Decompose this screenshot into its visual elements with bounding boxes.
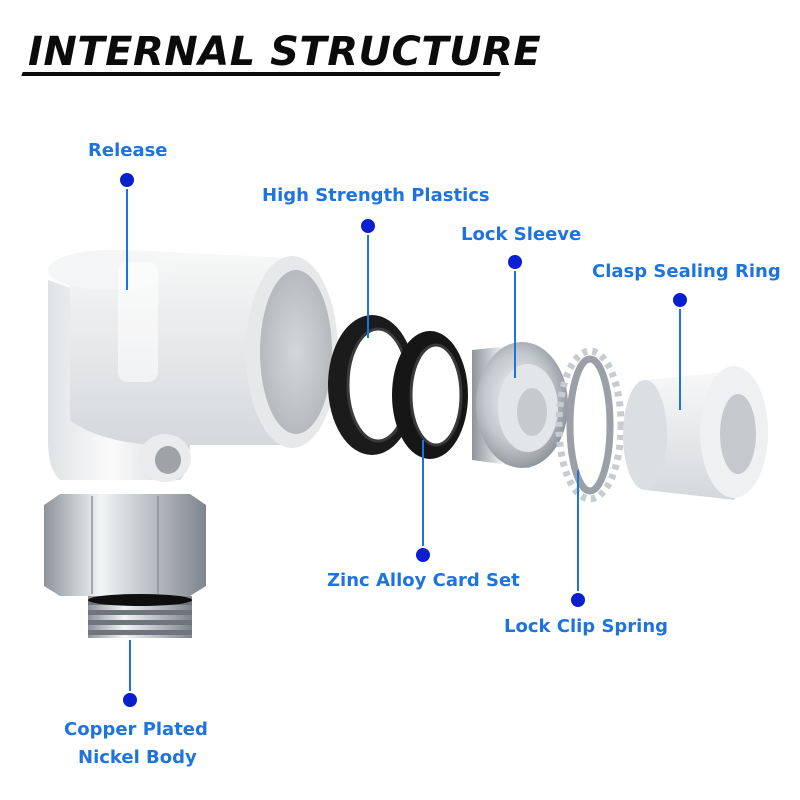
callout-lock-sleeve (506, 253, 524, 378)
callout-lock-clip-spring (569, 470, 587, 609)
callout-release (118, 171, 136, 290)
label-lock-clip-spring: Lock Clip Spring (504, 616, 669, 637)
label-high-strength-plastics: High Strength Plastics (262, 185, 490, 206)
label-release: Release (88, 140, 168, 161)
callout-high-strength-plastics (359, 217, 377, 338)
callout-copper-plated-nickel-body (121, 640, 139, 709)
label-zinc-alloy-card-set: Zinc Alloy Card Set (327, 570, 520, 591)
callout-zinc-alloy-card-set (414, 440, 432, 564)
rubber-ring-inner (392, 331, 468, 459)
page-title: INTERNAL STRUCTURE (28, 29, 542, 75)
hex-nut (44, 494, 206, 596)
threaded-stud (88, 594, 192, 638)
label-copper-plated-line2: Nickel Body (78, 747, 197, 768)
elbow-body (48, 250, 338, 482)
callout-clasp-sealing-ring (671, 291, 689, 410)
lock-sleeve (472, 342, 568, 468)
rubber-ring-outer (328, 315, 416, 455)
label-copper-plated-line1: Copper Plated (64, 719, 208, 740)
clasp-sealing-ring (623, 366, 768, 500)
lock-clip-spring (555, 347, 625, 503)
label-lock-sleeve: Lock Sleeve (461, 224, 582, 245)
label-clasp-sealing-ring: Clasp Sealing Ring (592, 261, 781, 282)
